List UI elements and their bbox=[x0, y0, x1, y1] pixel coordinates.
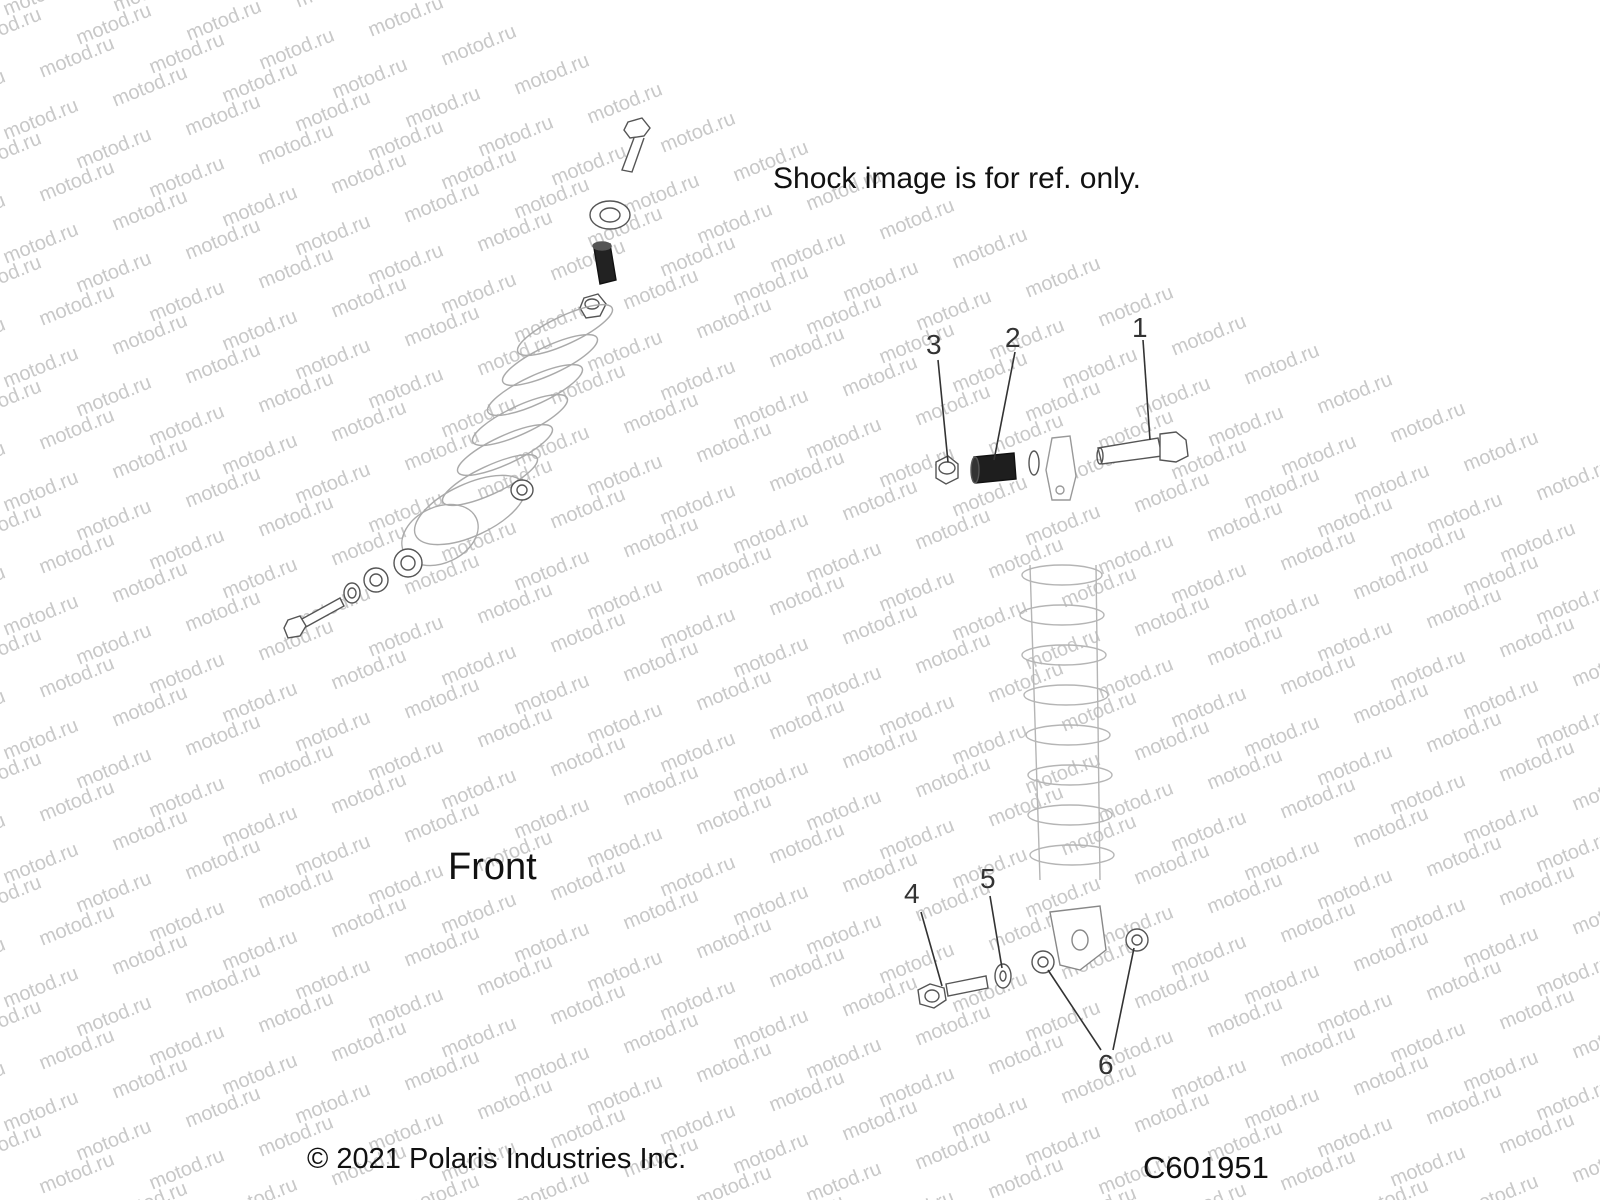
rear-shock-assembly bbox=[917, 431, 1189, 1009]
callout-numbers: 1 2 3 4 5 6 bbox=[904, 312, 1148, 1080]
callout-2: 2 bbox=[1005, 322, 1021, 353]
diagram-code: C601951 bbox=[1143, 1150, 1269, 1185]
rear-shock-upper-eye bbox=[1045, 435, 1077, 501]
callout-6: 6 bbox=[1098, 1049, 1114, 1080]
front-label: Front bbox=[448, 846, 537, 888]
callout-3: 3 bbox=[926, 329, 942, 360]
part-2-bushing bbox=[970, 452, 1017, 484]
front-shock-spring bbox=[401, 303, 614, 567]
part-6-bushings bbox=[1031, 928, 1149, 974]
front-top-bolt bbox=[621, 117, 651, 173]
copyright-text: © 2021 Polaris Industries Inc. bbox=[307, 1143, 687, 1175]
callout-4: 4 bbox=[904, 878, 920, 909]
part-5-washer bbox=[994, 963, 1012, 989]
front-side-bushing bbox=[510, 479, 534, 501]
note-text: Shock image is for ref. only. bbox=[773, 162, 1141, 195]
rear-shock-lower-eye bbox=[1049, 905, 1107, 971]
front-lower-hardware bbox=[283, 548, 423, 639]
part-4-bolt bbox=[917, 975, 989, 1009]
callout-5: 5 bbox=[980, 863, 996, 894]
part-1-bolt bbox=[1096, 431, 1189, 465]
front-top-bushing bbox=[592, 241, 617, 285]
rear-shock-spring bbox=[1019, 564, 1115, 881]
front-shock-assembly bbox=[283, 117, 651, 639]
callout-1: 1 bbox=[1132, 312, 1148, 343]
part-3-nut bbox=[935, 455, 959, 485]
callout-leaders bbox=[920, 339, 1151, 1051]
